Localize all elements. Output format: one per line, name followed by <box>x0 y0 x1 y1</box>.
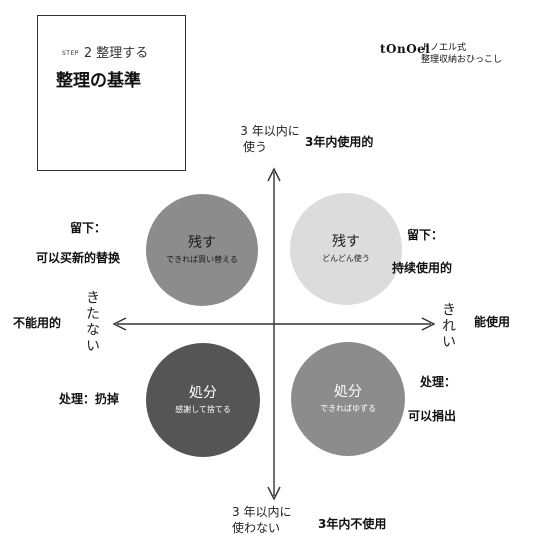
arrow-left-icon <box>112 317 127 331</box>
quadrant-bottom-right-main: 処分 <box>334 384 362 400</box>
quadrant-top-left-circle: 残す できれば買い替える <box>146 194 258 306</box>
page-title: 整理の基準 <box>56 71 141 91</box>
quadrant-bottom-right-circle: 処分 できればゆずる <box>291 342 405 456</box>
top-axis-cn: 3年内使用的 <box>305 135 374 149</box>
quadrant-bottom-right-sub: できればゆずる <box>320 404 376 413</box>
bottom-axis-line-1: 3 年以内に <box>232 505 292 519</box>
logo-line-2: 整理収納おひっこし <box>421 55 503 65</box>
arrow-up-icon <box>267 167 281 182</box>
quadrant-top-left-sub: できれば買い替える <box>166 255 238 264</box>
arrow-down-icon <box>267 486 281 501</box>
quadrant-top-right-sub: どんどん使う <box>322 254 370 263</box>
quadrant-bottom-right-cn-1: 处理： <box>420 375 457 389</box>
left-axis-label: きたない <box>84 290 100 354</box>
quadrant-bottom-left-cn-1: 处理：扔掉 <box>59 392 120 406</box>
top-axis-line-1: 3 年以内に <box>240 124 300 138</box>
quadrant-top-right-cn-1: 留下： <box>407 228 444 242</box>
logo-line-1: トノエル式 <box>421 43 467 53</box>
quadrant-top-left-main: 残す <box>188 235 216 251</box>
quadrant-bottom-left-main: 処分 <box>189 385 217 401</box>
quadrant-bottom-left-circle: 処分 感謝して捨てる <box>146 343 260 457</box>
quadrant-bottom-left-sub: 感謝して捨てる <box>175 405 231 414</box>
logo-mark: tOnOel <box>380 42 431 56</box>
step-text: 2 整理する <box>83 46 149 61</box>
bottom-axis-cn: 3年内不使用 <box>318 517 387 531</box>
quadrant-bottom-right-cn-2: 可以捐出 <box>408 409 457 423</box>
right-axis-label: きれい <box>440 302 456 350</box>
left-axis-cn: 不能用的 <box>13 316 62 330</box>
quadrant-top-right-circle: 残す どんどん使う <box>290 193 402 305</box>
brand-logo: tOnOel トノエル式 整理収納おひっこし <box>380 40 520 66</box>
quadrant-top-left-cn-1: 留下： <box>70 221 107 235</box>
step-tag: STEP <box>62 50 79 57</box>
bottom-axis-line-2: 使わない <box>232 521 281 535</box>
right-axis-cn: 能使用 <box>474 315 511 329</box>
quadrant-top-right-main: 残す <box>332 234 360 250</box>
top-axis-line-2: 使う <box>243 140 268 154</box>
bottom-axis-label: 3 年以内に 使わない <box>232 504 304 536</box>
step-title-box: STEP 2 整理する 整理の基準 <box>37 15 186 171</box>
quadrant-top-left-cn-2: 可以买新的替换 <box>36 251 121 265</box>
step-heading: STEP 2 整理する <box>62 42 148 61</box>
arrow-right-icon <box>421 317 436 331</box>
quadrant-top-right-cn-2: 持续使用的 <box>392 261 453 275</box>
top-axis-label: 3 年以内に 使う <box>237 123 303 155</box>
